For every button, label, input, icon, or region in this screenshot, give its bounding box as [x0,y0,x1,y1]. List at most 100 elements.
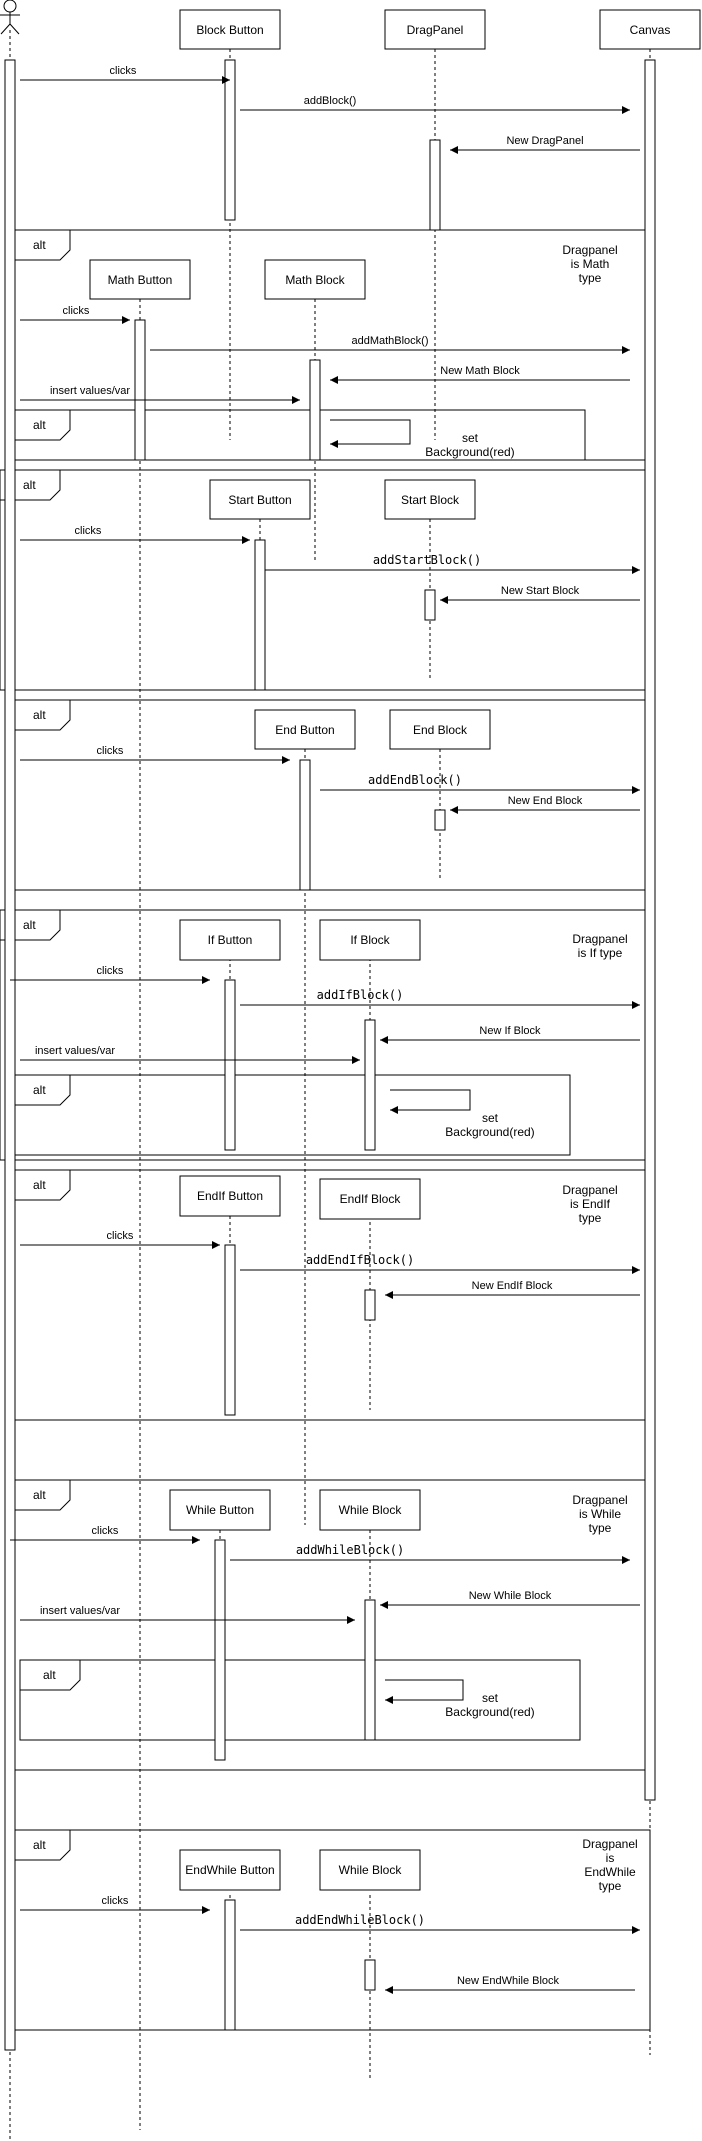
guard-condition: Dragpanel [582,1837,637,1851]
message-label: addBlock() [304,95,357,107]
guard-condition: is EndIf [570,1197,611,1211]
guard-condition: is Math [571,257,610,271]
participant-math-button [89,259,191,300]
message-label: New EndWhile Block [457,1975,560,1987]
message-label: clicks [102,1895,129,1907]
participant-start-button [209,479,311,520]
message-label: New EndIf Block [472,1280,553,1292]
participant-dragpanel [384,9,486,50]
participant-label-canvas: Canvas [630,23,671,37]
guard-condition: Dragpanel [572,932,627,946]
guard-condition: Dragpanel [572,1493,627,1507]
self-message-label: Background(red) [425,445,514,459]
message-label: addEndIfBlock() [306,1253,414,1267]
alt-label: alt [33,1838,46,1852]
message-label: addIfBlock() [317,988,404,1002]
message-label: insert values/var [35,1045,115,1057]
guard-condition: type [579,271,602,285]
message-label: clicks [92,1525,119,1537]
message-label: New While Block [469,1590,552,1602]
guard-condition: type [599,1879,622,1893]
guard-condition: Dragpanel [562,1183,617,1197]
participant-if-button [179,919,281,961]
participant-end-block [389,709,491,750]
message-label: clicks [107,1230,134,1242]
participant-label-block-button: Block Button [196,23,263,37]
message-label: addEndWhileBlock() [295,1913,425,1927]
participant-label-if-block: If Block [350,933,390,947]
participant-while-button [169,1489,271,1531]
participant-label-start-button: Start Button [228,493,291,507]
alt-label: alt [23,918,36,932]
participant-endwhile-button [179,1849,281,1891]
participant-endif-block [319,1178,421,1220]
alt-label: alt [23,478,36,492]
message-label: New If Block [479,1025,541,1037]
alt-label: alt [33,1488,46,1502]
participant-label-while-button: While Button [186,1503,254,1517]
message-label: insert values/var [40,1605,120,1617]
participant-end-button [254,709,356,750]
participant-while-block-2 [319,1849,421,1891]
participant-canvas [599,9,701,50]
guard-condition: type [589,1521,612,1535]
participant-label-end-button: End Button [275,723,334,737]
participant-while-block [319,1489,421,1531]
participant-label-while-block-2: While Block [339,1863,403,1877]
message-label: insert values/var [50,385,130,397]
message-label: clicks [97,965,124,977]
guard-condition: is While [579,1507,621,1521]
message-label: addMathBlock() [351,335,428,347]
message-label: New Math Block [440,365,520,377]
message-label: New Start Block [501,585,580,597]
participant-label-math-button: Math Button [108,273,173,287]
participant-label-dragpanel: DragPanel [407,23,464,37]
guard-condition: EndWhile [584,1865,636,1879]
participant-math-block [264,259,366,300]
participant-start-block [384,479,476,520]
self-message-label: set [462,431,479,445]
participant-label-endwhile-button: EndWhile Button [185,1863,274,1877]
message-label: New End Block [508,795,583,807]
alt-frame-start [0,469,651,691]
alt-fragments [0,229,651,2031]
alt-frame-while-inner [19,1659,581,1741]
self-message-label: Background(red) [445,1705,534,1719]
alt-label: alt [33,238,46,252]
guard-condition: type [579,1211,602,1225]
participant-label-endif-button: EndIf Button [197,1189,263,1203]
participant-label-math-block: Math Block [285,273,345,287]
participant-label-if-button: If Button [208,933,253,947]
self-message-label: Background(red) [445,1125,534,1139]
guard-condition: is If type [578,946,623,960]
self-message-label: set [482,1691,499,1705]
participant-if-block [319,919,421,961]
participant-label-endif-block: EndIf Block [340,1192,402,1206]
participant-block-button [179,9,281,50]
activation-bars [4,59,656,2051]
message-label: clicks [75,525,102,537]
alt-label: alt [33,418,46,432]
message-arrows [10,76,640,1994]
self-message-label: set [482,1111,499,1125]
message-label: clicks [110,65,137,77]
participant-label-end-block: End Block [413,723,468,737]
actor-user-icon [0,0,20,35]
alt-label: alt [33,708,46,722]
message-label: addWhileBlock() [296,1543,404,1557]
alt-label: alt [33,1178,46,1192]
message-label: clicks [97,745,124,757]
guard-condition: is [606,1851,615,1865]
participant-label-start-block: Start Block [401,493,460,507]
message-label: addEndBlock() [368,773,462,787]
guard-condition: Dragpanel [562,243,617,257]
participant-label-while-block: While Block [339,1503,403,1517]
alt-label: alt [43,1668,56,1682]
participant-endif-button [179,1175,281,1217]
lifelines [9,30,651,2140]
message-label: addStartBlock() [373,553,481,567]
alt-label: alt [33,1083,46,1097]
message-label: New DragPanel [506,135,583,147]
message-label: clicks [63,305,90,317]
